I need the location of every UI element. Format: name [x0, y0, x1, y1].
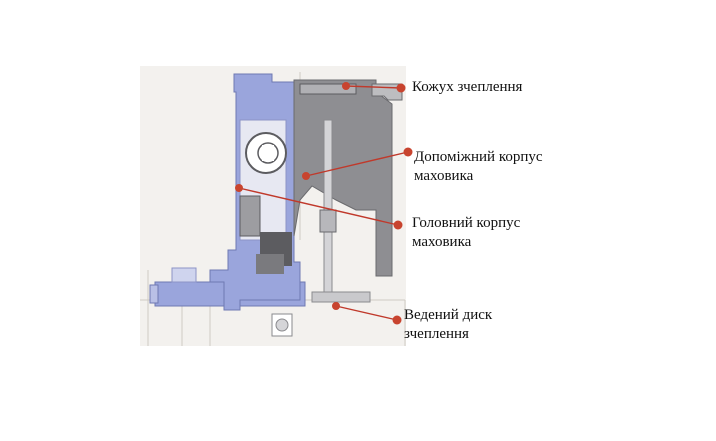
marker-1-end [396, 83, 406, 93]
marker-2-start [302, 172, 310, 180]
label-driven-disc: Ведений диск зчеплення [404, 306, 492, 344]
leader-4 [335, 305, 398, 321]
label-line: Головний корпус [412, 215, 521, 231]
left-boss [171, 267, 197, 283]
label-line: Ведений диск [404, 307, 493, 323]
shaft-end-cap [149, 284, 159, 304]
leader-3 [238, 187, 399, 226]
label-line: Допоміжний корпус [414, 149, 543, 165]
callout-markers [235, 82, 413, 325]
marker-3-start [235, 184, 243, 192]
marker-1-start [342, 82, 350, 90]
cover-bolt [299, 83, 357, 95]
driven-disc-base [311, 291, 371, 303]
marker-3-end [393, 220, 403, 230]
lower-bearing-ball [275, 318, 289, 332]
spring-bearing-inner [257, 142, 279, 164]
leader-1 [345, 85, 402, 89]
label-line: Кожух зчеплення [412, 79, 523, 95]
callout-leaders [238, 85, 409, 321]
label-line: маховика [414, 168, 474, 184]
label-main-flywheel-housing: Головний корпус маховика [412, 214, 520, 252]
marker-2-end [403, 147, 413, 157]
hub-lower [256, 254, 284, 274]
thrust-ring [239, 195, 261, 237]
label-clutch-cover: Кожух зчеплення [412, 78, 522, 97]
label-auxiliary-flywheel-housing: Допоміжний корпус маховика [414, 148, 543, 186]
spring-bearing-gap [262, 145, 274, 161]
label-line: зчеплення [404, 326, 469, 342]
marker-4-end [392, 315, 402, 325]
marker-4-start [332, 302, 340, 310]
driven-disc-hub [319, 209, 337, 233]
leader-2 [305, 151, 409, 177]
label-line: маховика [412, 234, 472, 250]
